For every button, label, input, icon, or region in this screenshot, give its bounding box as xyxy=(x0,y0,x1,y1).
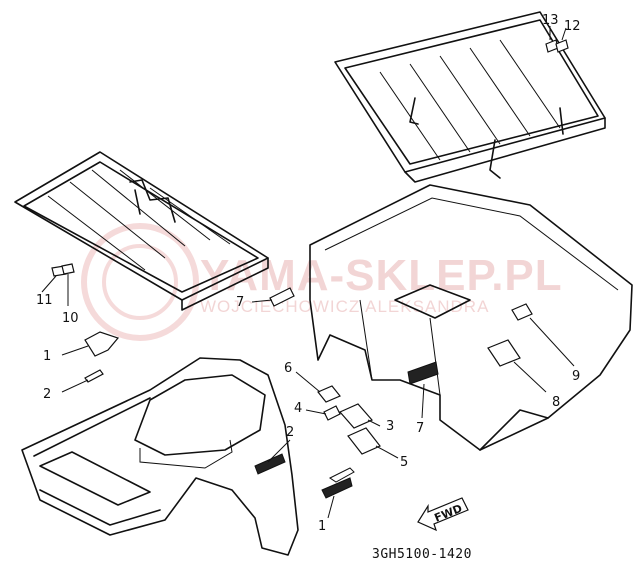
label-part-3 xyxy=(339,403,373,429)
callout-3: 3 xyxy=(386,419,394,434)
callout-5: 5 xyxy=(400,455,408,470)
callout-9: 9 xyxy=(572,369,580,384)
fwd-arrow-shape xyxy=(417,497,469,532)
callout-1-top: 1 xyxy=(43,349,51,364)
callout-11: 11 xyxy=(36,293,53,308)
front-fender xyxy=(21,357,299,556)
callout-2-left: 2 xyxy=(43,387,51,402)
part-code: 3GH5100-1420 xyxy=(372,547,472,562)
label-part-9 xyxy=(511,303,533,321)
callout-8: 8 xyxy=(552,395,560,410)
callout-12: 12 xyxy=(564,19,581,34)
watermark-logo-ring xyxy=(81,223,199,341)
label-part-12 xyxy=(555,39,569,53)
callout-13: 13 xyxy=(542,13,559,28)
watermark-logo-inner-ring xyxy=(102,244,178,320)
callout-2-mid: 2 xyxy=(286,425,294,440)
callout-7-right: 7 xyxy=(416,421,424,436)
fwd-arrow: FWD xyxy=(417,497,469,532)
rear-carrier xyxy=(334,11,606,183)
label-part-6 xyxy=(317,385,341,403)
badge-part-1-bottom xyxy=(321,477,353,499)
badge-part-7-right xyxy=(407,361,439,385)
label-part-5 xyxy=(347,427,381,455)
emblem-part-1-top xyxy=(84,331,120,357)
label-part-2-mid xyxy=(254,453,286,475)
label-part-7-left xyxy=(269,287,295,307)
label-part-8 xyxy=(487,339,521,367)
rear-fender xyxy=(309,184,633,451)
label-part-4 xyxy=(323,405,341,421)
callout-10: 10 xyxy=(62,311,79,326)
callout-7-left: 7 xyxy=(236,295,244,310)
watermark-brand: YAMA-SKLEP.PL xyxy=(200,251,563,300)
callout-numbers: 1 2 2 1 6 4 3 5 7 7 8 9 11 10 13 12 xyxy=(36,13,581,534)
front-carrier xyxy=(14,151,269,311)
label-part-10 xyxy=(61,263,75,275)
callout-6: 6 xyxy=(284,361,292,376)
callout-4: 4 xyxy=(294,401,302,416)
watermark: YAMA-SKLEP.PL WOJCIECHOWICZ ALEKSANDRA xyxy=(81,223,563,341)
emblems-labels xyxy=(51,39,569,499)
leader-lines xyxy=(41,26,575,519)
fwd-label: FWD xyxy=(433,502,465,525)
callout-1-bottom: 1 xyxy=(318,519,326,534)
